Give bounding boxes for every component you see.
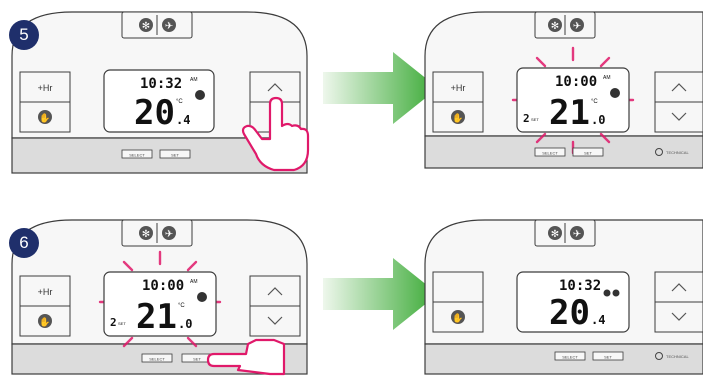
lcd-time: 10:00 — [555, 74, 597, 90]
svg-text:✋: ✋ — [39, 316, 50, 328]
lcd-screen — [516, 271, 630, 333]
plus-hr-label: +Hr — [38, 287, 53, 297]
lcd-temp-int: 20 — [549, 293, 590, 333]
lcd-temp-int: 21 — [136, 297, 177, 337]
lcd-set-digit: 2 — [110, 316, 117, 329]
plus-hr-label: +Hr — [38, 83, 53, 93]
plus-hr-button[interactable] — [19, 275, 71, 307]
svg-text:✻: ✻ — [142, 21, 150, 32]
select-button[interactable] — [534, 147, 566, 157]
svg-text:✻: ✻ — [551, 21, 559, 32]
svg-text:✈: ✈ — [165, 21, 173, 32]
down-arrow-icon — [671, 312, 687, 321]
set-label: SET — [171, 153, 179, 158]
set-button[interactable] — [159, 149, 191, 159]
lcd-time: 10:00 — [142, 278, 184, 294]
svg-text:✋: ✋ — [39, 112, 50, 124]
hand-icon: ✋ — [38, 314, 52, 328]
lcd-unit: °C — [591, 99, 598, 105]
upper-left-button[interactable] — [432, 271, 484, 303]
lcd-screen — [103, 69, 215, 133]
select-button[interactable] — [141, 353, 173, 363]
technical-label: TECHNICAL — [666, 150, 689, 155]
lcd-temp-int: 21 — [549, 93, 590, 133]
lcd-temp-dec: .4 — [176, 113, 190, 127]
plus-hr-label: +Hr — [451, 83, 466, 93]
snowflake-icon[interactable]: ✻ — [548, 18, 562, 32]
step-badge: 6 — [9, 228, 39, 258]
progress-arrow-icon — [323, 258, 438, 335]
up-arrow-icon — [267, 83, 283, 92]
technical-button[interactable] — [655, 352, 663, 360]
up-button[interactable] — [654, 271, 703, 303]
select-button[interactable] — [554, 351, 586, 361]
lcd-set-tag: SET — [531, 117, 539, 122]
plus-hr-button[interactable] — [432, 71, 484, 103]
up-button[interactable] — [654, 71, 703, 103]
airplane-icon[interactable]: ✈ — [570, 226, 584, 240]
up-arrow-icon — [267, 287, 283, 296]
lcd-am: AM — [603, 75, 611, 81]
plus-hr-button[interactable] — [19, 71, 71, 103]
lcd-unit: °C — [178, 303, 185, 309]
lcd-set-tag: SET — [118, 321, 126, 326]
snowflake-icon[interactable]: ✻ — [548, 226, 562, 240]
lcd-set-digit: 2 — [523, 112, 530, 125]
up-arrow-icon — [671, 283, 687, 292]
svg-text:✋: ✋ — [452, 112, 463, 124]
lcd-time: 10:32 — [140, 76, 182, 92]
snowflake-icon[interactable]: ✻ — [139, 18, 153, 32]
progress-arrow-icon — [323, 52, 438, 129]
down-arrow-icon — [267, 316, 283, 325]
set-button[interactable] — [592, 351, 624, 361]
up-arrow-icon — [671, 83, 687, 92]
svg-text:✈: ✈ — [165, 229, 173, 240]
technical-button[interactable] — [655, 148, 663, 156]
set-button[interactable] — [572, 147, 604, 157]
lcd-screen — [516, 67, 630, 133]
lcd-unit: °C — [176, 99, 183, 105]
pointing-hand-icon — [206, 338, 286, 376]
thermostat-step5-before: ✻ ✈ +Hr ✋ 10:32 AM 20 °C .4 SELECT SET — [11, 8, 310, 174]
thermostat-step6-before: ✻ ✈ +Hr ✋ 10:00 AM 2 SET 21 °C .0 SELECT… — [11, 216, 308, 376]
thermostat-step5-after: ✻ ✈ +Hr ✋ 10:00 AM 2 SET 21 °C .0 SELECT… — [424, 8, 703, 169]
airplane-icon[interactable]: ✈ — [162, 18, 176, 32]
svg-text:✈: ✈ — [573, 21, 581, 32]
svg-text:✻: ✻ — [551, 229, 559, 240]
svg-text:✻: ✻ — [142, 229, 150, 240]
thermostat-step6-after: ✻ ✈ ✋ 10:32 20 .4 SELECT SET TECHNICAL — [424, 216, 703, 375]
select-button[interactable] — [121, 149, 153, 159]
pointing-hand-icon — [241, 96, 310, 172]
select-label: SELECT — [149, 357, 165, 362]
set-label: SET — [584, 151, 592, 156]
select-label: SELECT — [542, 151, 558, 156]
hand-icon: ✋ — [38, 110, 52, 124]
lcd-temp-dec: .4 — [591, 313, 605, 327]
technical-label: TECHNICAL — [666, 354, 689, 359]
lcd-time: 10:32 — [559, 278, 601, 294]
lcd-screen — [103, 271, 217, 337]
svg-text:✈: ✈ — [573, 229, 581, 240]
hand-icon: ✋ — [451, 310, 465, 324]
airplane-icon[interactable]: ✈ — [162, 226, 176, 240]
set-label: SET — [604, 355, 612, 360]
up-button[interactable] — [249, 275, 301, 307]
down-button[interactable] — [654, 301, 703, 333]
lcd-temp-int: 20 — [134, 93, 175, 133]
hand-icon: ✋ — [451, 110, 465, 124]
svg-text:✋: ✋ — [452, 312, 463, 324]
down-arrow-icon — [671, 112, 687, 121]
select-label: SELECT — [129, 153, 145, 158]
airplane-icon[interactable]: ✈ — [570, 18, 584, 32]
down-button[interactable] — [249, 305, 301, 337]
lcd-am: AM — [190, 77, 198, 83]
lcd-temp-dec: .0 — [178, 317, 192, 331]
lcd-am: AM — [190, 279, 198, 285]
down-button[interactable] — [654, 101, 703, 133]
step-badge: 5 — [9, 20, 39, 50]
lcd-temp-dec: .0 — [591, 113, 605, 127]
select-label: SELECT — [562, 355, 578, 360]
set-label: SET — [193, 357, 201, 362]
snowflake-icon[interactable]: ✻ — [139, 226, 153, 240]
